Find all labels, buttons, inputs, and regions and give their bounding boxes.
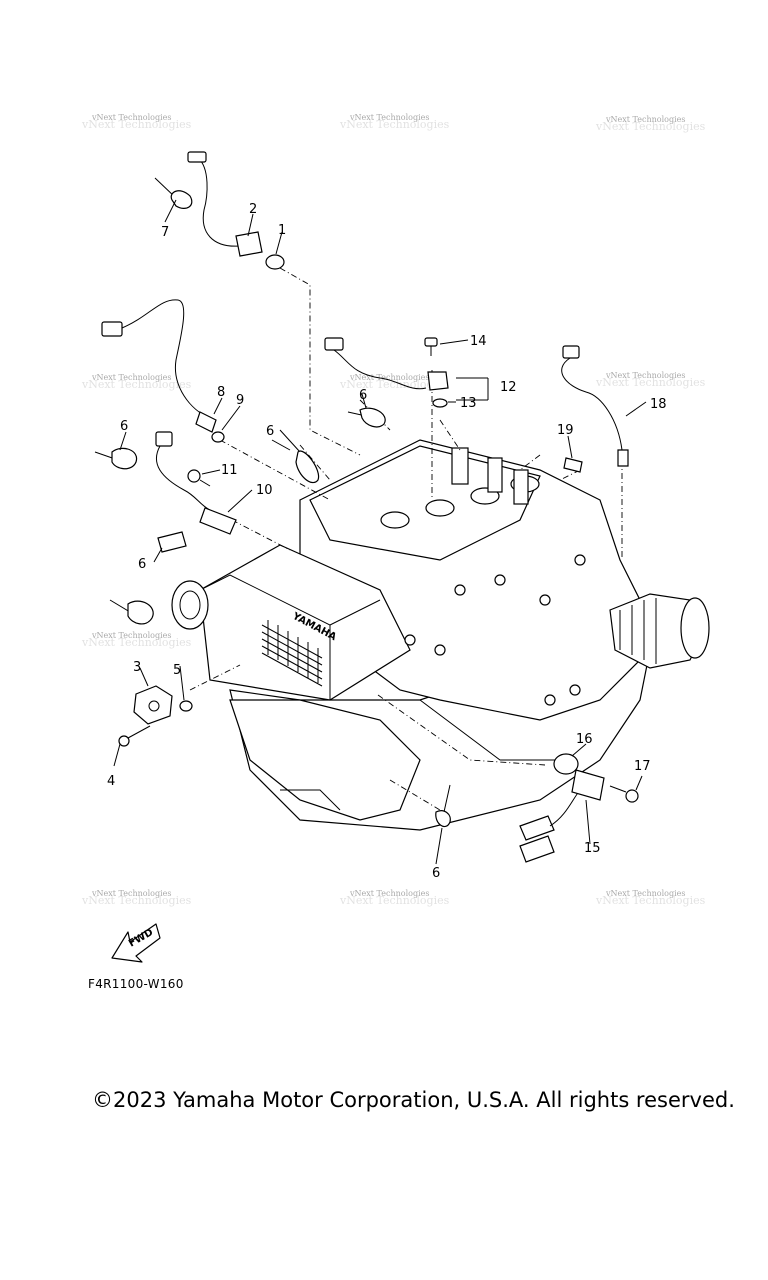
watermark: vNext Technologies (605, 889, 685, 898)
watermark-ghost: vNext Technologies (595, 894, 706, 907)
callout-14: 14 (470, 334, 487, 349)
callout-7: 7 (161, 225, 169, 240)
callout-8: 8 (217, 385, 225, 400)
callout-6-d: 6 (359, 388, 367, 403)
part-4-bolt (118, 725, 151, 747)
callout-17: 17 (634, 759, 651, 774)
part-12-sensor-harness (324, 337, 449, 391)
part-17-bolt (609, 785, 639, 803)
callout-13: 13 (460, 396, 477, 411)
part-8-sensor-harness (101, 299, 217, 433)
spark-plug-bosses (380, 447, 540, 529)
watermark-ghost: vNext Technologies (595, 120, 706, 133)
callouts: 1 2 3 4 5 6 6 6 6 6 7 8 9 10 11 12 13 14… (107, 202, 667, 881)
callout-19: 19 (557, 423, 574, 438)
watermark: vNext Technologies (91, 889, 171, 898)
part-6-cable-tie-c (109, 599, 154, 625)
callout-10: 10 (256, 483, 273, 498)
part-6-cable-tie-f (435, 784, 451, 827)
callout-5: 5 (173, 663, 181, 678)
parts-diagram: vNext Technologies vNext Technologies vN… (81, 113, 710, 963)
watermark: vNext Technologies (349, 889, 429, 898)
part-19-clip (563, 457, 583, 473)
part-11-bolt (187, 469, 211, 487)
watermark-ghost: vNext Technologies (339, 118, 450, 131)
callout-6-e: 6 (432, 866, 440, 881)
callout-9: 9 (236, 393, 244, 408)
watermarks: vNext Technologies vNext Technologies vN… (81, 113, 706, 907)
watermark: vNext Technologies (91, 113, 171, 122)
callout-1: 1 (278, 223, 286, 238)
callout-18: 18 (650, 397, 667, 412)
fwd-arrow-icon: FWD (111, 923, 161, 963)
part-1-nut (265, 254, 285, 270)
air-filter-mesh (261, 620, 323, 687)
watermark-ghost: vNext Technologies (339, 378, 450, 391)
watermark-ghost: vNext Technologies (81, 378, 192, 391)
exhaust-coupling (609, 593, 710, 669)
copyright-notice: ©2023 Yamaha Motor Corporation, U.S.A. A… (92, 1088, 735, 1112)
watermark: vNext Technologies (349, 373, 429, 382)
watermark: vNext Technologies (605, 371, 685, 380)
callout-2: 2 (249, 202, 257, 217)
part-6-cable-tie-a (94, 447, 138, 470)
callout-6-b: 6 (266, 424, 274, 439)
part-18-sensor-harness (561, 345, 629, 467)
part-5-grommet (179, 700, 193, 712)
callout-12: 12 (500, 380, 517, 395)
watermark-ghost: vNext Technologies (339, 894, 450, 907)
part-14-bolt (424, 337, 438, 356)
watermark-ghost: vNext Technologies (81, 636, 192, 649)
part-6-cable-tie-b (157, 531, 187, 553)
block-bolts (404, 554, 586, 706)
part-2-sensor-harness (187, 151, 263, 257)
engine-assembly: YAMAHA (171, 439, 710, 831)
callout-3: 3 (133, 660, 141, 675)
watermark-ghost: vNext Technologies (81, 118, 192, 131)
callout-6-a: 6 (120, 419, 128, 434)
callout-leaders (113, 199, 647, 865)
callout-16: 16 (576, 732, 593, 747)
watermark: vNext Technologies (91, 631, 171, 640)
callout-6-c: 6 (138, 557, 146, 572)
callout-4: 4 (107, 774, 115, 789)
watermark-ghost: vNext Technologies (81, 894, 192, 907)
callout-15: 15 (584, 841, 601, 856)
watermark: vNext Technologies (91, 373, 171, 382)
watermark-ghost: vNext Technologies (595, 376, 706, 389)
part-3-sensor (133, 685, 173, 725)
assembly-leader-lines (189, 267, 623, 811)
part-6-cable-tie-e (347, 407, 386, 428)
part-13-o-ring (432, 398, 448, 408)
watermark: vNext Technologies (605, 115, 685, 124)
diagram-code: F4R1100-W160 (88, 977, 184, 991)
watermark: vNext Technologies (349, 113, 429, 122)
part-16-o-ring (553, 753, 579, 775)
part-7-cable-tie (154, 177, 193, 209)
callout-11: 11 (221, 463, 238, 478)
part-6-cable-tie-d (279, 429, 320, 484)
part-9-washer (211, 431, 225, 443)
part-10-sensor-harness (155, 431, 237, 535)
part-15-sensor-harness (519, 769, 605, 863)
